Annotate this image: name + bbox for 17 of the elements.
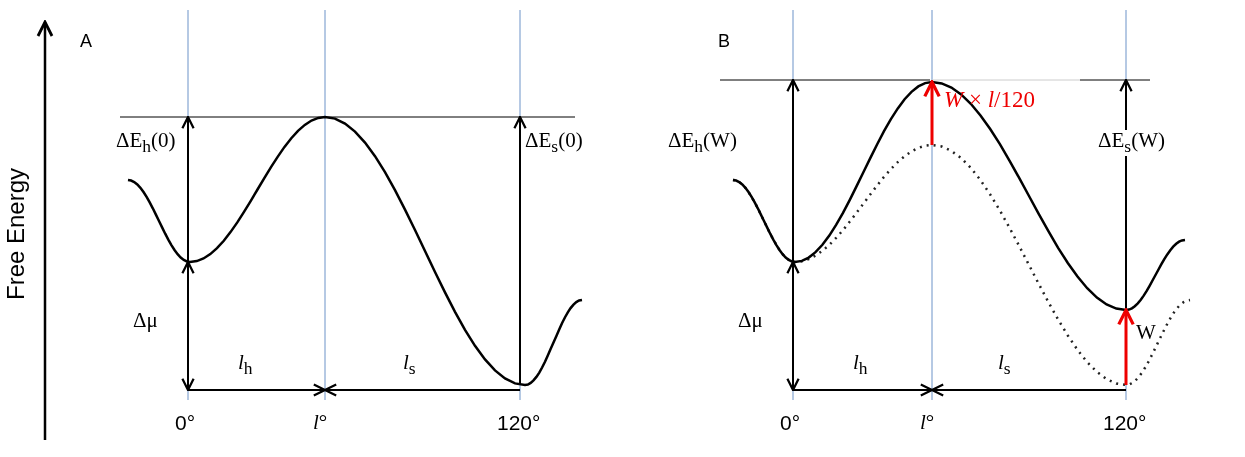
dimension-label: l$_{h}$ — [238, 352, 253, 378]
dimension-label: Δμ — [738, 310, 763, 331]
dimension-label: l$_{s}$ — [998, 352, 1011, 378]
angle-label: 0° — [780, 412, 801, 433]
panel-letter: A — [80, 32, 92, 50]
angle-label: l° — [313, 412, 328, 433]
axis-title: Free Energy — [4, 167, 28, 300]
angle-label: 120° — [1103, 412, 1147, 433]
angle-label: l° — [920, 412, 935, 433]
panel-letter: B — [718, 32, 730, 50]
dimension-label: l$_{s}$ — [403, 352, 416, 378]
dimension-label: l$_{h}$ — [853, 352, 868, 378]
dimension-label: Δμ — [133, 310, 158, 331]
work-fraction-label: W × l/120 — [944, 88, 1035, 111]
angle-label: 120° — [497, 412, 541, 433]
angle-label: 0° — [175, 412, 196, 433]
energy-label: ΔE$_{s}$(W) — [1098, 130, 1165, 156]
